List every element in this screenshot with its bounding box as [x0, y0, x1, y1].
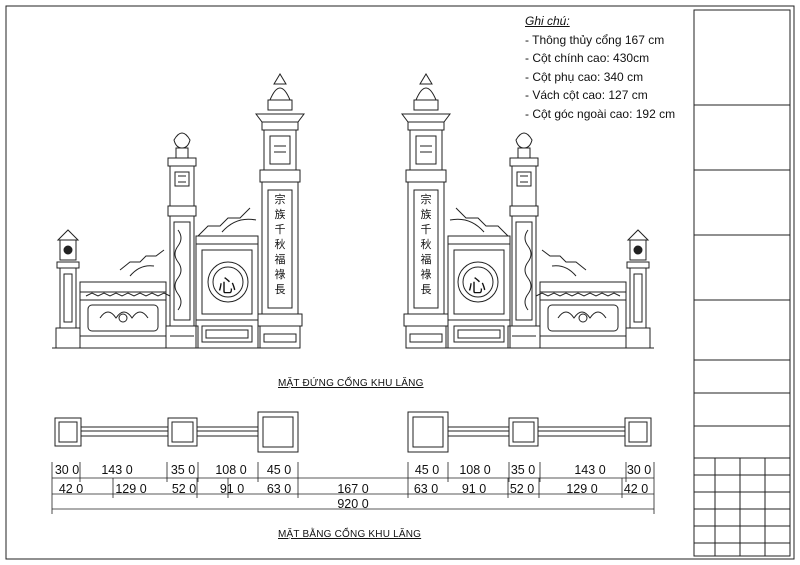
title-block — [693, 9, 791, 557]
notes-heading: Ghi chú: — [525, 14, 570, 28]
inscription-right-col2: 福祿長 — [420, 253, 432, 296]
dim-label: 63 0 — [266, 482, 292, 496]
sheet-border — [5, 5, 795, 560]
notes-block: Ghi chú: - Thông thủy cổng 167 cm - Cột … — [525, 12, 675, 124]
dim-label: 108 0 — [215, 463, 247, 477]
dim-label: 143 0 — [574, 463, 606, 477]
inscription-left-col1: 宗族千秋 — [274, 193, 286, 251]
note-item: - Cột chính cao: 430cm — [525, 51, 650, 66]
medallion-glyph-right: 心 — [468, 276, 486, 297]
dim-label: 30 0 — [626, 463, 652, 477]
dim-label: 52 0 — [171, 482, 197, 496]
dim-label: 45 0 — [414, 463, 440, 477]
dim-label: 108 0 — [459, 463, 491, 477]
plan-title: MẶT BẰNG CỔNG KHU LĂNG — [278, 529, 422, 540]
dim-label: 35 0 — [170, 463, 196, 477]
dim-label: 52 0 — [509, 482, 535, 496]
dim-label: 30 0 — [54, 463, 80, 477]
dim-label: 35 0 — [510, 463, 536, 477]
dim-label: 42 0 — [58, 482, 84, 496]
dimension-lines — [51, 462, 655, 514]
dim-label: 167 0 — [337, 482, 369, 496]
note-item: - Cột phụ cao: 340 cm — [525, 69, 644, 84]
medallion-left — [207, 261, 249, 303]
gate-right — [401, 73, 654, 349]
main-column-left — [255, 73, 305, 349]
dim-label: 63 0 — [413, 482, 439, 496]
inscription-right-col1: 宗族千秋 — [420, 193, 432, 251]
inscription-left-col2: 福祿長 — [274, 253, 286, 296]
dim-total: 920 0 — [337, 497, 369, 511]
dim-label: 143 0 — [101, 463, 133, 477]
dim-label: 42 0 — [623, 482, 649, 496]
low-wall-left — [79, 249, 171, 349]
dim-label: 91 0 — [461, 482, 487, 496]
inner-wall-left — [195, 207, 259, 349]
secondary-column-left — [165, 132, 199, 349]
dim-label: 91 0 — [219, 482, 245, 496]
elevation-title: MẶT ĐỨNG CỔNG KHU LĂNG — [278, 378, 424, 389]
medallion-glyph-left: 心 — [218, 276, 236, 297]
plan-view — [54, 411, 652, 453]
gate-left — [52, 73, 305, 349]
note-item: - Cột góc ngoài cao: 192 cm — [525, 106, 676, 121]
dim-label: 45 0 — [266, 463, 292, 477]
note-item: - Thông thủy cổng 167 cm — [525, 32, 665, 47]
dim-label: 129 0 — [115, 482, 147, 496]
corner-column-left — [55, 229, 81, 349]
dim-label: 129 0 — [566, 482, 598, 496]
note-item: - Vách cột cao: 127 cm — [525, 88, 648, 103]
